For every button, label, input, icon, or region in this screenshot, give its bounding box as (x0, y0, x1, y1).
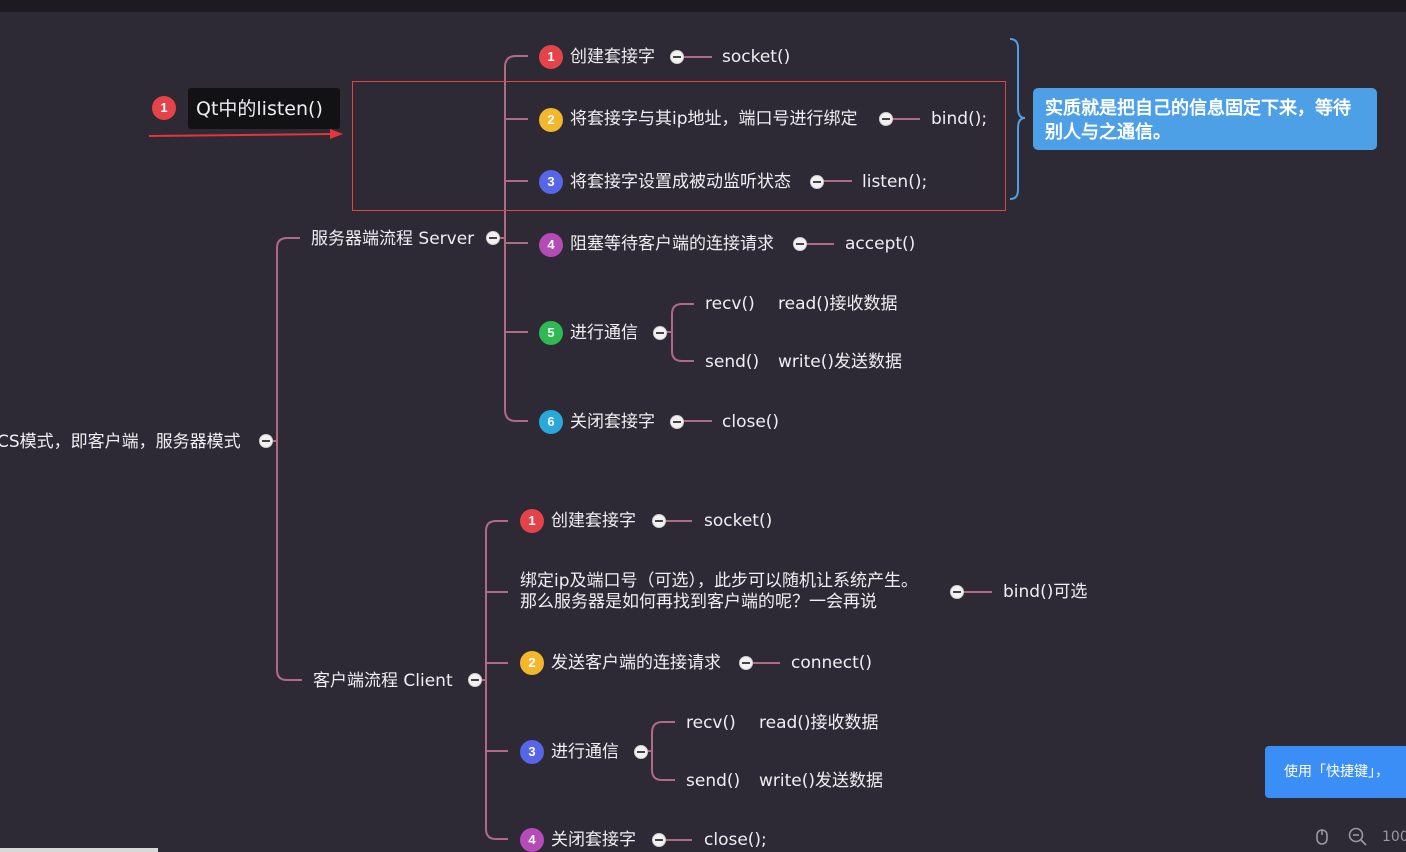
server-node-label[interactable]: 服务器端流程 Server (311, 229, 475, 249)
client-step-4-badge: 4 (520, 828, 544, 852)
server-collapse-icon[interactable] (486, 231, 500, 245)
server-send-desc[interactable]: write()发送数据 (778, 352, 903, 372)
server-recv-desc[interactable]: read()接收数据 (778, 294, 898, 314)
qt-listen-tag[interactable] (188, 88, 340, 129)
server-send-fn[interactable]: send() (705, 352, 760, 372)
client-bind-api[interactable]: bind()可选 (1003, 582, 1088, 602)
server-step-1-label[interactable]: 创建套接字 (570, 47, 655, 67)
client-step-4-collapse-icon[interactable] (652, 833, 666, 847)
server-step-3-collapse-icon[interactable] (810, 175, 824, 189)
client-node-label[interactable]: 客户端流程 Client (313, 671, 453, 691)
root-collapse-icon[interactable] (259, 434, 273, 448)
client-bind-collapse-icon[interactable] (950, 585, 964, 599)
bottom-scrollbar[interactable] (0, 848, 158, 852)
root-branch (264, 237, 302, 681)
client-step-1-collapse-icon[interactable] (652, 514, 666, 528)
client-step-2-badge: 2 (520, 651, 544, 675)
client-collapse-icon[interactable] (468, 673, 482, 687)
server-step-3-badge: 3 (539, 170, 563, 194)
client-step-3-label[interactable]: 进行通信 (551, 742, 619, 762)
server-step-2-badge: 2 (539, 108, 563, 132)
client-step-2-collapse-icon[interactable] (739, 656, 753, 670)
client-bind-line-1[interactable]: 绑定ip及端口号（可选），此步可以随机让系统产生。 (520, 571, 919, 591)
client-step-4-label[interactable]: 关闭套接字 (551, 830, 636, 850)
top-bar (0, 0, 1406, 12)
mouse-icon[interactable] (1314, 826, 1330, 850)
brace-icon (1009, 38, 1026, 200)
qt-listen-label: Qt中的listen() (196, 98, 323, 120)
shortcut-tip-button[interactable]: 使用「快捷键」， (1265, 746, 1406, 798)
server-step-3-label[interactable]: 将套接字设置成被动监听状态 (570, 172, 791, 192)
server-comm-branch (666, 303, 694, 362)
floating-badge: 1 (152, 96, 176, 120)
server-step-5-badge: 5 (539, 321, 563, 345)
client-comm-branch (648, 721, 675, 781)
server-step-3-api[interactable]: listen(); (862, 172, 928, 192)
server-step-6-label[interactable]: 关闭套接字 (570, 412, 655, 432)
server-step-2-label[interactable]: 将套接字与其ip地址，端口号进行绑定 (570, 109, 858, 129)
server-step-6-badge: 6 (539, 410, 563, 434)
server-step-4-badge: 4 (539, 233, 563, 257)
server-step-1-api[interactable]: socket() (722, 47, 791, 67)
client-send-desc[interactable]: write()发送数据 (759, 771, 884, 791)
client-step-3-badge: 3 (520, 740, 544, 764)
server-step-4-label[interactable]: 阻塞等待客户端的连接请求 (570, 234, 774, 254)
server-step-5-label[interactable]: 进行通信 (570, 323, 638, 343)
client-step-4-api[interactable]: close(); (704, 830, 767, 850)
zoom-level[interactable]: 100 (1382, 829, 1406, 845)
zoom-out-icon[interactable] (1348, 827, 1368, 851)
server-step-1-collapse-icon[interactable] (670, 50, 684, 64)
client-branch (475, 520, 508, 840)
client-step-1-badge: 1 (520, 509, 544, 533)
client-recv-fn[interactable]: recv() (686, 713, 736, 733)
client-step-2-label[interactable]: 发送客户端的连接请求 (551, 653, 721, 673)
server-step-4-collapse-icon[interactable] (793, 237, 807, 251)
client-send-fn[interactable]: send() (686, 771, 741, 791)
server-step-5-collapse-icon[interactable] (653, 326, 667, 340)
root-node-label[interactable]: CS模式，即客户端，服务器模式 (0, 432, 241, 452)
server-step-1-badge: 1 (539, 45, 563, 69)
client-bind-line-2[interactable]: 那么服务器是如何再找到客户端的呢？一会再说 (520, 592, 877, 612)
summary-note[interactable]: 实质就是把自己的信息固定下来，等待别人与之通信。 (1033, 88, 1377, 150)
highlight-box (352, 81, 1006, 211)
server-recv-fn[interactable]: recv() (705, 294, 755, 314)
client-step-3-collapse-icon[interactable] (634, 745, 648, 759)
server-step-6-api[interactable]: close() (722, 412, 780, 432)
client-step-1-api[interactable]: socket() (704, 511, 773, 531)
server-branch (493, 55, 528, 422)
server-step-6-collapse-icon[interactable] (670, 415, 684, 429)
server-step-2-api[interactable]: bind(); (931, 109, 988, 129)
server-step-4-api[interactable]: accept() (845, 234, 916, 254)
server-step-2-collapse-icon[interactable] (879, 112, 893, 126)
red-arrow-icon (148, 129, 343, 139)
client-step-2-api[interactable]: connect() (791, 653, 873, 673)
client-step-1-label[interactable]: 创建套接字 (551, 511, 636, 531)
client-recv-desc[interactable]: read()接收数据 (759, 713, 879, 733)
